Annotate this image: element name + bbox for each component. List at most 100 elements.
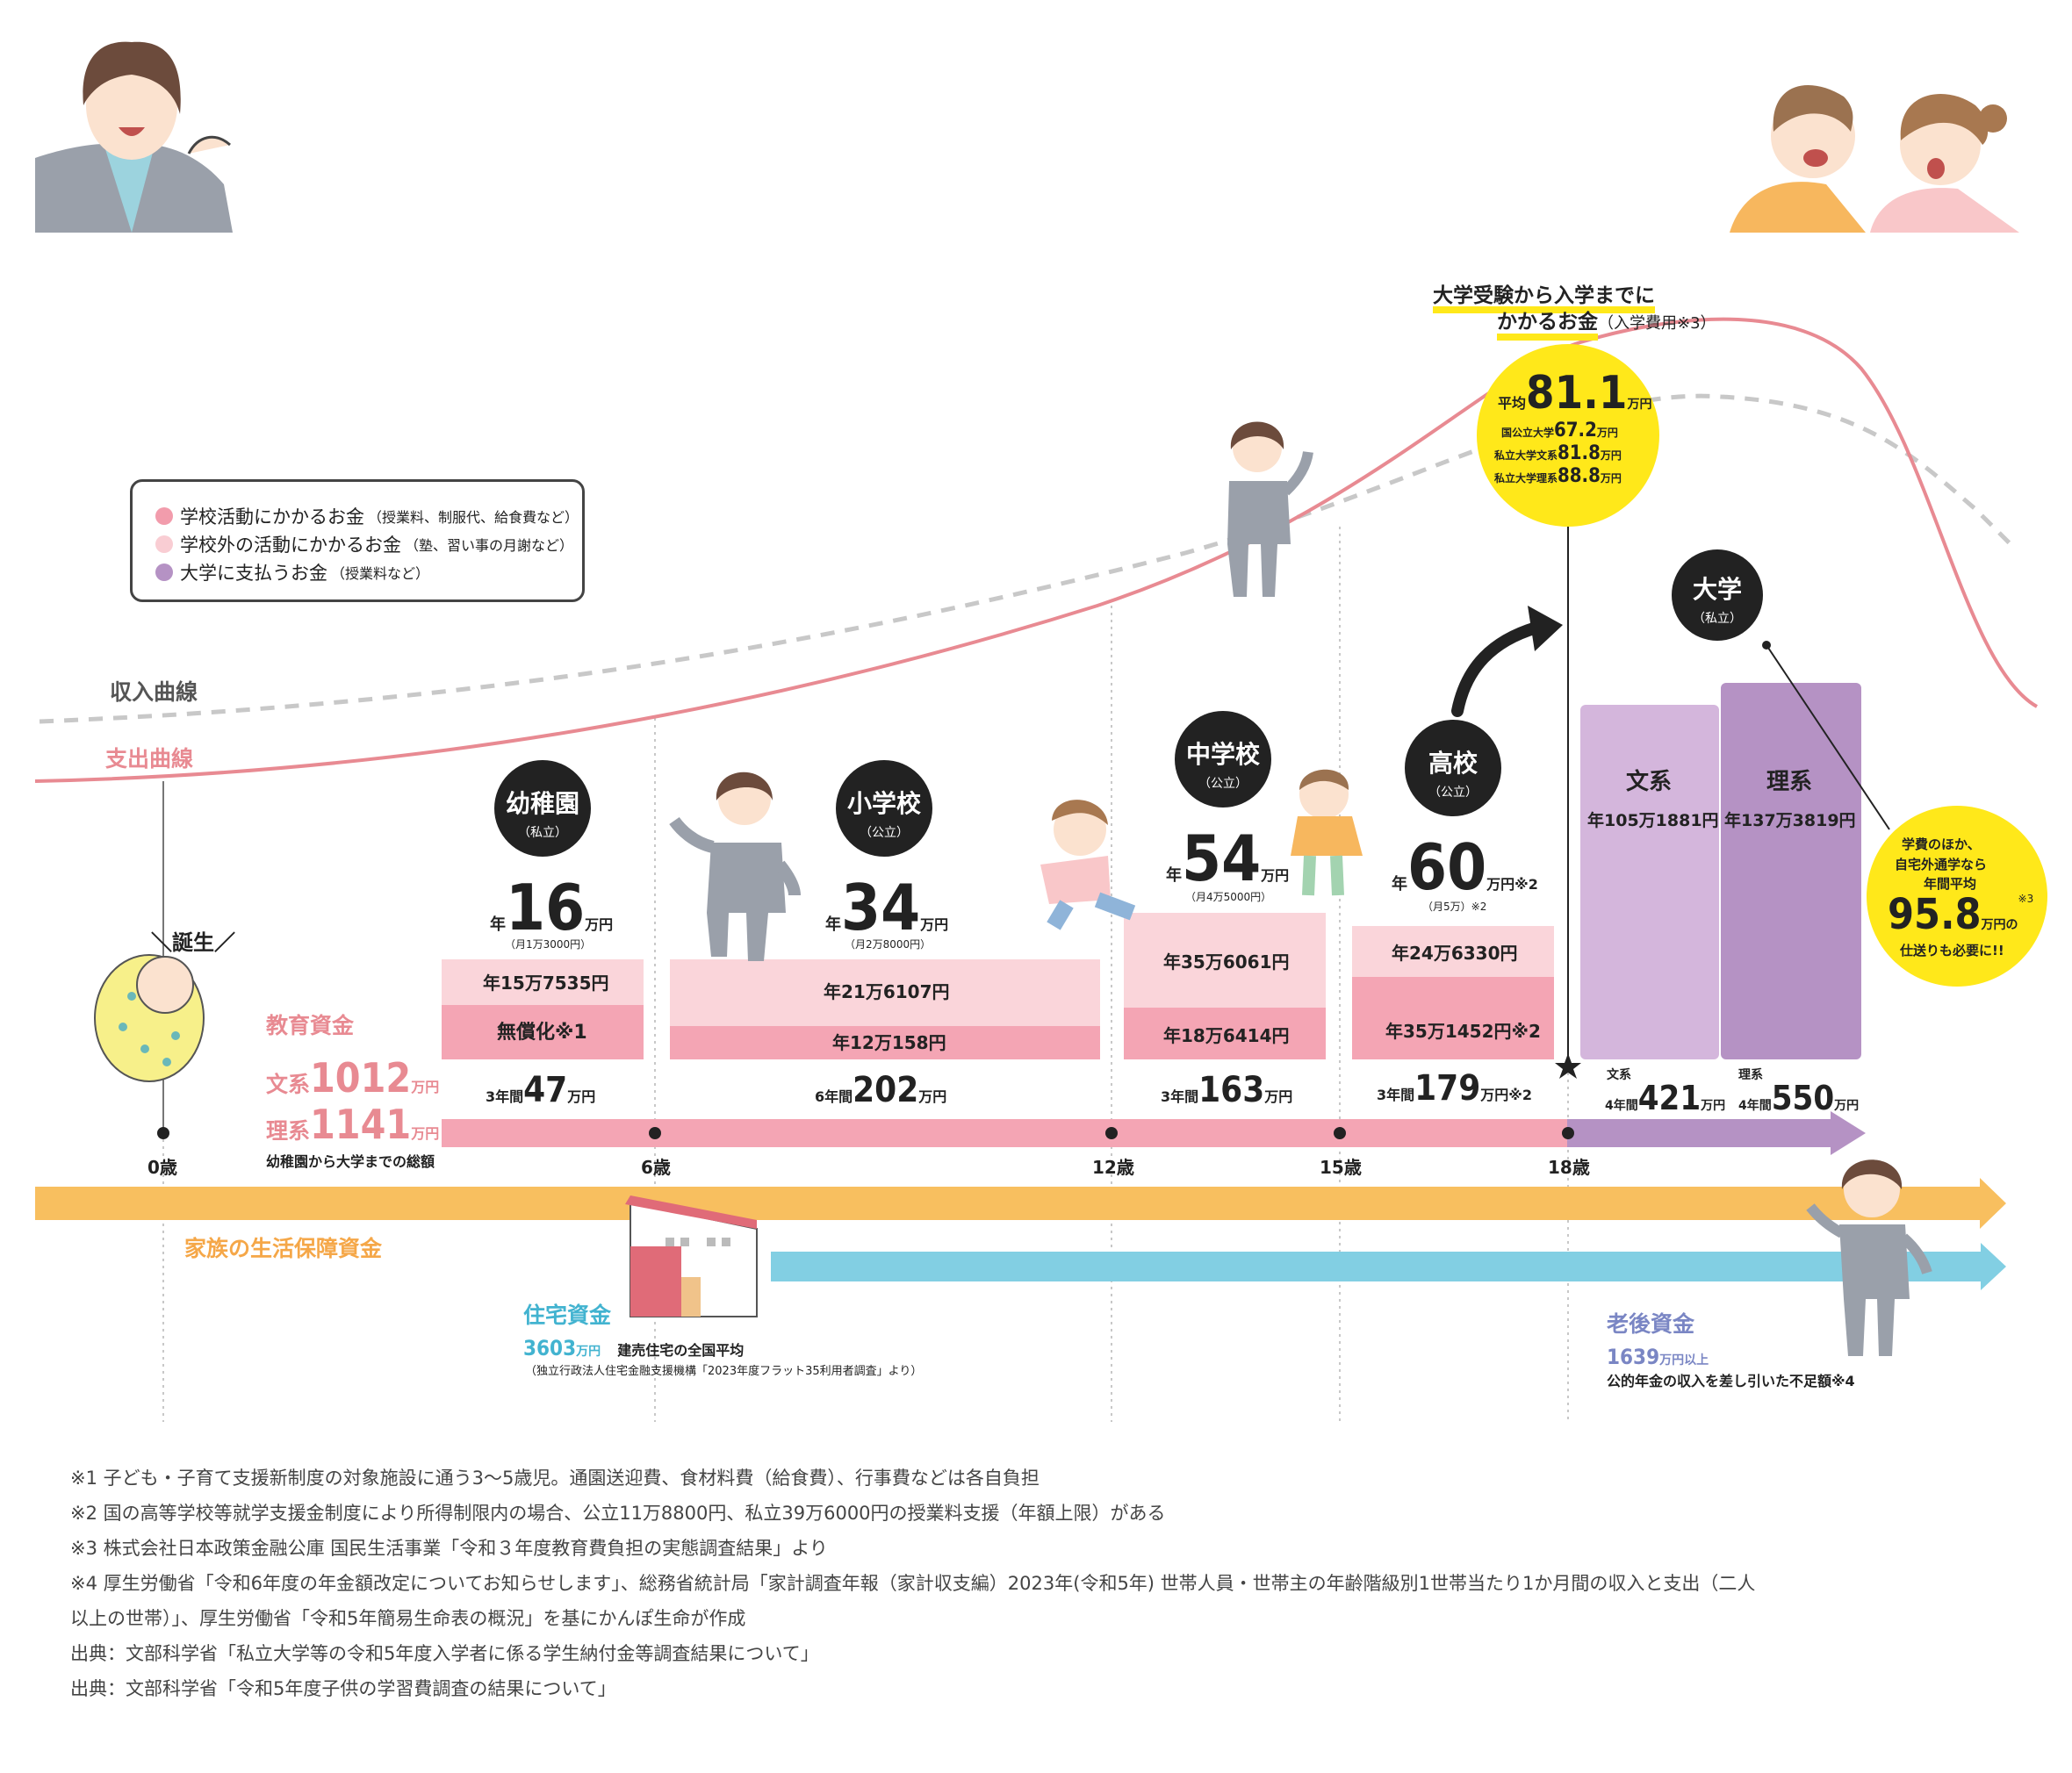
high-outside-label: 年24万6330円 (1392, 943, 1518, 964)
remittance-circle (1867, 806, 2047, 987)
entrance-row1-unit: 万円 (1596, 427, 1618, 439)
education-fund-caption: 幼稚園から大学までの総額 (266, 1153, 435, 1170)
elem-school-bar (670, 1026, 1100, 1059)
high-school-label: 年35万1452円※2 (1385, 1021, 1541, 1042)
boy-illustration (1291, 769, 1363, 896)
univ-rikei-total-prefix: 4年間 (1738, 1099, 1772, 1113)
kinder-total-value: 47 (523, 1070, 568, 1110)
bunkei-label: 文系 (266, 1072, 311, 1097)
age-label-15: 15歳 (1320, 1157, 1362, 1178)
kinder-school-bar (442, 1005, 644, 1059)
remittance-note: ※3 (2018, 893, 2034, 905)
kinder-annual: 年16万円 (490, 876, 613, 939)
children-illustration-topright (1730, 85, 2019, 233)
income-curve-label: 収入曲線 (110, 679, 198, 705)
housing-amount: 3603万円 建売住宅の全国平均 (523, 1338, 744, 1359)
teacher-illustration-topleft (35, 41, 233, 233)
high-total-prefix: 3年間 (1377, 1087, 1415, 1103)
kinder-year-value: 16 (506, 871, 586, 944)
high-total-unit: 万円※2 (1480, 1087, 1532, 1103)
birth-text: 誕生 (172, 930, 214, 955)
kinder-bubble: 幼稚園 （私立） (494, 760, 591, 857)
high-outside-bar (1352, 926, 1554, 977)
education-fund-rikei: 理系1141万円 (266, 1104, 439, 1145)
high-name: 高校 (1428, 749, 1478, 778)
legend-item-university: 大学に支払うお金 （授業料など） (155, 559, 429, 585)
junior-type: （公立） (1198, 777, 1248, 791)
high-school-bar (1352, 977, 1554, 1059)
housing-source: （独立行政法人住宅金融支援機構「2023年度フラット35利用者調査」より） (525, 1365, 923, 1378)
retirement-amount: 1639万円以上 (1607, 1346, 1709, 1367)
remittance-value: 95.8 (1888, 890, 1982, 939)
elementary-total-unit: 万円 (918, 1088, 947, 1105)
university-type: （私立） (1693, 612, 1742, 626)
age-label-6: 6歳 (641, 1157, 671, 1178)
legend-dot-university (155, 563, 173, 581)
legend-label: 大学に支払うお金 (180, 563, 327, 584)
entrance-avg-value: 81.1 (1526, 367, 1628, 420)
elementary-unit: 万円 (920, 916, 949, 933)
entrance-row-private-rikei: 私立大学理系88.8万円 (1494, 467, 1622, 486)
remittance-line2: 自宅外通学なら (1895, 857, 1988, 872)
univ-bunkei-total-label: 文系 (1607, 1068, 1631, 1082)
kinder-outside-label: 年15万7535円 (483, 973, 609, 994)
teacher-illustration-bottomright (1806, 1159, 1932, 1356)
footnote-2: ※2 国の高等学校等就学支援金制度により所得制限内の場合、公立11万8800円、… (70, 1503, 1166, 1524)
univ-rikei-label: 理系 (1766, 769, 1813, 795)
junior-total: 3年間163万円 (1161, 1073, 1292, 1108)
remittance-line1: 学費のほか、 (1902, 836, 1981, 852)
high-bubble: 高校 （公立） (1405, 720, 1501, 816)
entrance-cost-circle (1477, 344, 1659, 527)
junior-annual: 年54万円 (1166, 827, 1289, 890)
elementary-year-value: 34 (841, 871, 921, 944)
junior-name: 中学校 (1185, 740, 1260, 769)
bunkei-unit: 万円 (411, 1079, 440, 1095)
high-unit: 万円※2 (1486, 876, 1538, 893)
univ-rikei-bar (1721, 683, 1861, 1059)
univ-rikei-total-label: 理系 (1738, 1068, 1763, 1082)
family-fund-label: 家族の生活保障資金 (184, 1236, 383, 1261)
entrance-title-note: （入学費用※3） (1598, 314, 1716, 333)
elementary-name: 小学校 (846, 789, 921, 818)
retirement-title: 老後資金 (1607, 1311, 1695, 1337)
elementary-monthly: （月2万8000円） (845, 938, 932, 951)
legend-note: （塾、習い事の月謝など） (405, 537, 574, 554)
retirement-caption: 公的年金の収入を差し引いた不足額※4 (1607, 1373, 1855, 1389)
income-curve (39, 393, 2012, 724)
teacher-illustration-elementary (669, 772, 801, 961)
univ-bunkei-year: 年105万1881円 (1587, 811, 1719, 830)
univ-bunkei-total-unit: 万円 (1701, 1099, 1726, 1113)
elem-outside-bar (670, 959, 1100, 1026)
remittance-amount: 95.8万円の※3 (1888, 894, 2033, 936)
rikei-label: 理系 (266, 1118, 311, 1144)
rikei-unit: 万円 (411, 1125, 440, 1142)
entrance-avg-unit: 万円 (1627, 398, 1652, 412)
age-label-12: 12歳 (1092, 1157, 1134, 1178)
univ-bunkei-label: 文系 (1626, 769, 1673, 795)
education-fund-bunkei: 文系1012万円 (266, 1058, 439, 1098)
elementary-type: （公立） (860, 826, 909, 840)
legend-label: 学校活動にかかるお金 (180, 506, 364, 528)
entrance-row1-value: 67.2 (1554, 420, 1597, 441)
girl-illustration (1040, 800, 1136, 930)
high-total: 3年間179万円※2 (1377, 1071, 1532, 1106)
junior-monthly: （月4万5000円） (1185, 891, 1272, 903)
entrance-title-text: かかるお金 (1497, 311, 1598, 341)
kinder-monthly: （月1万3000円） (505, 938, 592, 951)
birth-label: ＼誕生／ (151, 930, 235, 955)
housing-value: 3603 (523, 1336, 577, 1360)
junior-total-value: 163 (1198, 1070, 1265, 1110)
univ-bunkei-total: 4年間421万円 (1605, 1081, 1725, 1115)
source-1: 出典：文部科学省「私立大学等の令和5年度入学者に係る学生納付金等調査結果について… (70, 1643, 819, 1664)
junior-unit: 万円 (1261, 867, 1290, 884)
housing-title: 住宅資金 (523, 1303, 612, 1328)
entrance-row3-unit: 万円 (1600, 472, 1622, 485)
univ-rikei-total-unit: 万円 (1834, 1099, 1860, 1113)
remittance-line3: 年間平均 (1924, 876, 1977, 892)
housing-unit: 万円 (576, 1345, 601, 1359)
university-name: 大学 (1692, 575, 1742, 604)
footnote-1: ※1 子ども・子育て支援新制度の対象施設に通う3〜5歳児。通園送迎費、食材料費（… (70, 1468, 1040, 1489)
univ-rikei-total: 4年間550万円 (1738, 1081, 1859, 1115)
legend-note: （授業料など） (331, 565, 430, 582)
